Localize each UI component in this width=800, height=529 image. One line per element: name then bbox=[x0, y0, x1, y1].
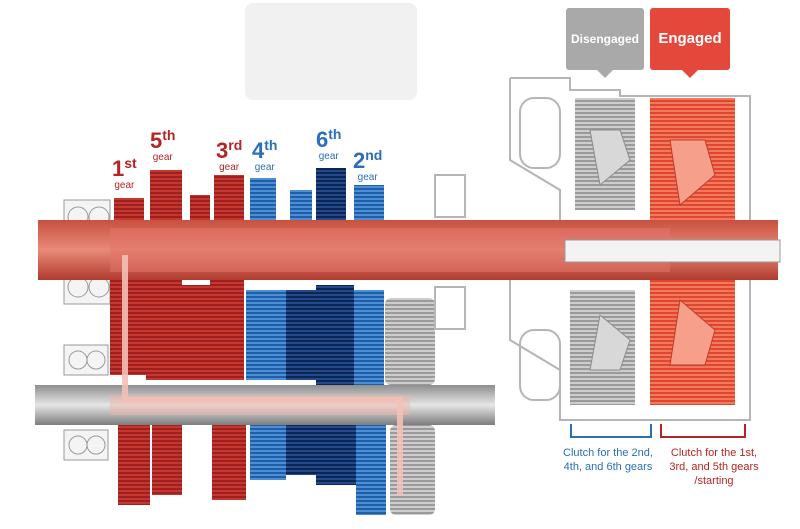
gear-label-4th: 4th gear bbox=[252, 138, 277, 173]
gear-label-6th: 6th gear bbox=[316, 127, 341, 162]
disengaged-clutch bbox=[570, 98, 635, 405]
gear-suffix: rd bbox=[228, 137, 243, 153]
gear-word: gear bbox=[357, 172, 378, 183]
gear-label-5th: 5th gear bbox=[150, 128, 175, 163]
gear-number: 1 bbox=[112, 156, 125, 181]
even-gear-set bbox=[246, 168, 386, 515]
disengaged-text: Disengaged bbox=[570, 32, 639, 46]
gear-word: gear bbox=[254, 162, 275, 173]
clutch-housing bbox=[434, 77, 751, 421]
gear-number: 5 bbox=[150, 128, 163, 153]
gear-label-2nd: 2nd gear bbox=[353, 148, 382, 183]
disengaged-tag: Disengaged bbox=[566, 8, 644, 78]
gear-word: gear bbox=[114, 180, 135, 191]
engaged-clutch bbox=[650, 98, 735, 405]
power-flow-path bbox=[122, 255, 403, 495]
gear-number: 3 bbox=[216, 138, 229, 163]
blank-panel bbox=[245, 3, 417, 100]
even-clutch-caption: Clutch for the 2nd, 4th, and 6th gears bbox=[563, 447, 653, 473]
gear-suffix: th bbox=[328, 126, 342, 142]
odd-clutch-caption: Clutch for the 1st, 3rd, and 5th gears /… bbox=[669, 447, 759, 487]
gear-label-3rd: 3rd gear bbox=[216, 138, 242, 173]
gear-word: gear bbox=[318, 151, 339, 162]
gear-number: 4 bbox=[252, 138, 265, 163]
odd-clutch-bracket bbox=[660, 424, 746, 438]
engaged-text: Engaged bbox=[658, 30, 722, 47]
gear-word: gear bbox=[219, 162, 240, 173]
gear-word: gear bbox=[152, 152, 173, 163]
gear-suffix: st bbox=[124, 155, 137, 171]
gear-number: 6 bbox=[316, 127, 329, 152]
gear-suffix: th bbox=[264, 137, 278, 153]
gear-number: 2 bbox=[353, 148, 366, 173]
engaged-tag: Engaged bbox=[650, 8, 730, 78]
gear-suffix: nd bbox=[365, 147, 383, 163]
gear-suffix: th bbox=[162, 127, 176, 143]
even-clutch-bracket bbox=[570, 424, 652, 438]
bearing-lower-left bbox=[63, 344, 109, 461]
gear-label-1st: 1st gear bbox=[112, 156, 137, 191]
